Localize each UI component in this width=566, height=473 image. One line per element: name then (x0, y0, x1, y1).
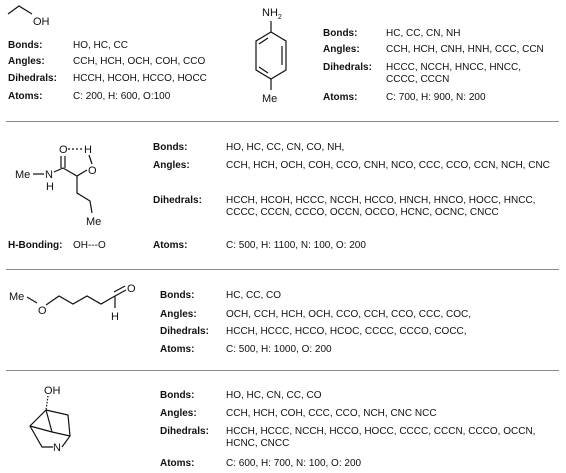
ring-bond (51, 431, 71, 437)
value-angles: OCH, CCH, HCH, OCH, CCO, CCH, CCO, CCC, … (226, 309, 471, 320)
value-dihedrals: HCCH, HCOH, HCCO, HOCC (73, 73, 207, 84)
label-angles: Angles: (160, 408, 197, 419)
value-atoms: C: 700, H: 900, N: 200 (386, 92, 486, 103)
value-angles: CCH, HCH, OCH, COH, CCO (73, 56, 206, 67)
label-atoms: Atoms: (323, 92, 358, 103)
value-atoms: C: 200, H: 600, O:100 (73, 91, 171, 102)
ring-bond (29, 425, 53, 433)
value-bonds: HO, HC, CC (73, 40, 128, 51)
label-dihedrals: Dihedrals: (160, 426, 209, 437)
atom-label-me-right: Me (86, 216, 101, 228)
atom-label-h-n: H (46, 181, 54, 193)
label-angles: Angles: (160, 309, 197, 320)
value-dihedrals: HCCC, NCCH, HNCC, HNCC, CCCC, CCCN (386, 62, 521, 85)
atom-label-n: N (53, 442, 61, 454)
atom-label-nh2: NH2 (262, 7, 282, 21)
value-dihedrals: HCCH, HCOH, HCCC, NCCH, HCCO, HNCH, HNCO… (226, 195, 536, 218)
label-atoms: Atoms: (153, 240, 188, 251)
label-angles: Angles: (153, 160, 190, 171)
bond-line (88, 154, 93, 165)
value-atoms: C: 500, H: 1100, N: 100, O: 200 (226, 240, 366, 251)
ring-bond (29, 409, 53, 448)
atom-label-me: Me (262, 93, 277, 105)
label-h-bonding: H-Bonding: (8, 240, 63, 251)
value-atoms: C: 500, H: 1000, O: 200 (226, 344, 332, 355)
label-atoms: Atoms: (160, 458, 195, 469)
atom-label-o-ether: O (38, 305, 47, 317)
atom-label-oh: OH (33, 16, 50, 28)
atom-label-h: H (84, 144, 92, 156)
value-bonds: HO, HC, CN, CC, CO (226, 390, 322, 401)
label-bonds: Bonds: (153, 142, 188, 153)
hashed-bond (45, 395, 49, 411)
atom-label-o-carbonyl: O (127, 283, 136, 295)
value-bonds: HC, CC, CN, NH (386, 28, 461, 39)
value-dihedrals: HCCH, HCCC, NCCH, HCCO, HOCC, CCCC, CCCN… (226, 426, 536, 449)
atom-label-oh: OH (44, 385, 61, 397)
value-h-bonding: OH---O (73, 240, 106, 251)
label-bonds: Bonds: (323, 28, 358, 39)
label-bonds: Bonds: (8, 40, 43, 51)
bond-line (26, 296, 38, 304)
atom-label-me-left: Me (15, 169, 30, 181)
label-bonds: Bonds: (160, 390, 195, 401)
value-angles: CCH, HCH, CNH, HNH, CCC, CCN (386, 44, 544, 55)
value-bonds: HC, CC, CO (226, 290, 281, 301)
double-bond (114, 289, 127, 297)
label-bonds: Bonds: (160, 290, 195, 301)
atom-label-o2: O (88, 165, 97, 177)
atom-label-me: Me (9, 291, 24, 303)
label-dihedrals: Dihedrals: (160, 326, 209, 337)
label-atoms: Atoms: (160, 344, 195, 355)
value-dihedrals: HCCH, HCCC, HCCO, HCOC, CCCC, CCCO, COCC… (226, 326, 467, 337)
section-divider (6, 370, 559, 371)
bond-line (45, 295, 116, 306)
bond-line (53, 167, 88, 177)
ring-bond (45, 409, 71, 448)
value-bonds: HO, HC, CC, CN, CO, NH, (226, 142, 345, 153)
value-angles: CCH, HCH, COH, CCC, CCO, NCH, CNC NCC (226, 408, 437, 419)
ring-bond (45, 409, 53, 433)
double-bond (113, 285, 126, 293)
double-bond (258, 37, 269, 45)
label-angles: Angles: (323, 44, 360, 55)
section-divider (6, 269, 559, 270)
value-atoms: C: 600, H: 700, N: 100, O: 200 (226, 458, 362, 469)
double-bond (258, 66, 269, 74)
atom-label-n: N (45, 169, 53, 181)
label-dihedrals: Dihedrals: (153, 195, 202, 206)
label-angles: Angles: (8, 56, 45, 67)
label-atoms: Atoms: (8, 91, 43, 102)
atom-label-h: H (111, 311, 119, 323)
label-dihedrals: Dihedrals: (8, 73, 57, 84)
bond-line (7, 5, 33, 15)
bond-line (76, 176, 93, 214)
value-angles: CCH, HCH, OCH, COH, CCO, CNH, NCO, CCC, … (226, 160, 550, 171)
section-divider (6, 121, 559, 122)
atom-label-o: O (59, 144, 68, 156)
label-dihedrals: Dihedrals: (323, 62, 372, 73)
